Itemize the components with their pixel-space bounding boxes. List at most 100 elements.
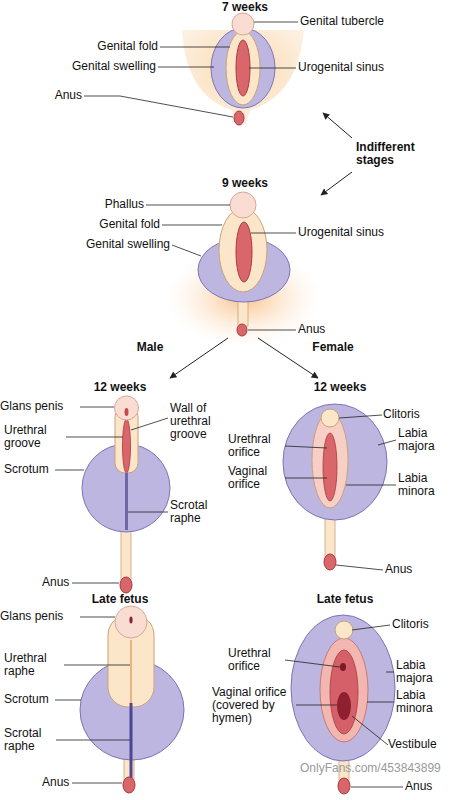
leader-lines-male-late-part — [56, 740, 130, 741]
male-12-weeks — [82, 396, 170, 593]
part-label: Scrotum — [4, 693, 64, 706]
part-label: Anus — [298, 323, 358, 336]
leader-lines-9-part — [146, 205, 230, 206]
part-label: Clitoris — [383, 408, 453, 421]
part-label: Wall of urethral groove — [170, 402, 232, 441]
indifferent-arrows — [321, 113, 352, 195]
leader-lines-female-late-part — [352, 716, 388, 745]
embryo-9-weeks-part — [236, 222, 252, 282]
stage-heading: 9 weeks — [205, 177, 285, 190]
part-label: Urethral groove — [4, 424, 66, 450]
sex-arrows-part — [170, 338, 228, 378]
leader-lines-female-late-part — [351, 787, 403, 788]
female-late-fetus-part — [320, 638, 368, 742]
male-12-weeks-part — [121, 528, 131, 580]
part-label: Scrotal raphe — [170, 499, 222, 525]
female-late-fetus-part — [335, 621, 353, 639]
leader-lines-7-part — [160, 47, 230, 48]
female-12-weeks-part — [325, 515, 335, 557]
leader-lines-male-12 — [55, 407, 168, 583]
part-label: Genital fold — [30, 40, 158, 53]
part-label: Genital swelling — [20, 60, 156, 73]
leader-lines-male-12-part — [72, 583, 119, 584]
part-label: Scrotal raphe — [4, 727, 56, 753]
part-label: Anus — [385, 563, 425, 576]
leader-lines-7-part — [84, 96, 233, 117]
stage-heading: Late fetus — [75, 593, 165, 606]
leader-lines-female-12-part — [336, 565, 383, 570]
leader-lines-9-part — [251, 233, 296, 234]
part-label: Urogenital sinus — [298, 226, 428, 239]
leader-lines-female-late-part — [367, 702, 394, 703]
leader-lines-male-12-part — [128, 512, 168, 513]
leader-lines-male-late-part — [80, 617, 115, 618]
part-label: Urethral raphe — [4, 652, 64, 678]
male-late-fetus-part — [123, 777, 135, 793]
part-label: Genital fold — [30, 218, 160, 231]
part-label: Anus — [30, 89, 82, 102]
leader-lines-9-part — [172, 245, 201, 256]
leader-lines-female-12-part — [346, 485, 396, 486]
leader-lines-male-late-part — [64, 665, 130, 666]
leader-lines-9-part — [248, 330, 296, 331]
part-label: Glans penis — [0, 400, 80, 413]
leader-lines-female-late-part — [285, 660, 340, 667]
part-label: Vaginal orifice (covered by hymen) — [212, 686, 296, 725]
part-label: Urethral orifice — [228, 647, 286, 673]
part-label: Labia majora — [398, 427, 458, 453]
leader-lines-male-late-part — [72, 783, 122, 784]
part-label: Phallus — [50, 198, 144, 211]
female-12-weeks-part — [324, 554, 336, 570]
embryo-9-weeks-part — [237, 324, 247, 336]
leader-lines-male-12-part — [131, 418, 168, 430]
part-label: Labia minora — [396, 689, 458, 715]
part-label: Vestibule — [388, 738, 458, 751]
part-label: Urethral orifice — [228, 433, 286, 459]
male-12-weeks-part — [123, 419, 131, 473]
part-label: Urogenital sinus — [298, 61, 428, 74]
part-label: Scrotum — [4, 463, 64, 476]
female-late-fetus-part — [338, 778, 350, 794]
leader-lines-female-12 — [285, 415, 396, 570]
female-late-fetus-part — [337, 692, 351, 720]
female-late-fetus-part — [340, 663, 346, 671]
watermark: OnlyFans.com/453843899 — [300, 762, 462, 775]
stage-heading: 7 weeks — [205, 1, 285, 14]
stage-heading: Indifferent stages — [356, 141, 436, 167]
stage-heading: 12 weeks — [300, 381, 380, 394]
leader-lines-male-late — [55, 617, 130, 783]
part-label: Anus — [42, 576, 82, 589]
embryo-7-weeks — [182, 13, 304, 126]
male-late-fetus — [80, 606, 184, 793]
female-12-weeks-part — [321, 409, 339, 427]
part-label: Labia majora — [396, 659, 458, 685]
leader-lines-male-12-part — [55, 470, 84, 471]
leader-lines-female-12-part — [339, 415, 382, 418]
leader-lines-7-part — [158, 67, 214, 68]
female-12-weeks — [283, 404, 387, 570]
female-late-fetus-part — [330, 650, 358, 734]
part-label: Genital swelling — [30, 238, 170, 251]
leader-lines-female-late-part — [352, 625, 390, 630]
male-late-fetus-part — [115, 606, 147, 638]
part-label: Genital tubercle — [300, 15, 430, 28]
stage-heading: Late fetus — [300, 593, 390, 606]
leader-lines-female-12-part — [285, 478, 327, 479]
female-late-fetus-part — [291, 615, 395, 761]
sex-arrows-part — [258, 338, 318, 378]
leader-lines-male-12-part — [66, 437, 123, 438]
leader-lines-female-late-part — [386, 672, 394, 673]
leader-lines-female-12-part — [285, 446, 327, 448]
embryo-7-weeks-part — [236, 40, 250, 96]
indifferent-arrows-part — [323, 113, 352, 138]
part-label: Clitoris — [392, 618, 458, 631]
male-late-fetus-part — [130, 640, 132, 703]
embryo-7-weeks-part — [234, 111, 244, 125]
leader-lines-9 — [146, 205, 296, 330]
leader-lines-male-late-part — [55, 700, 81, 701]
stage-heading: Female — [298, 341, 368, 354]
leader-lines-7-part — [249, 68, 296, 69]
sex-arrows — [170, 338, 318, 378]
